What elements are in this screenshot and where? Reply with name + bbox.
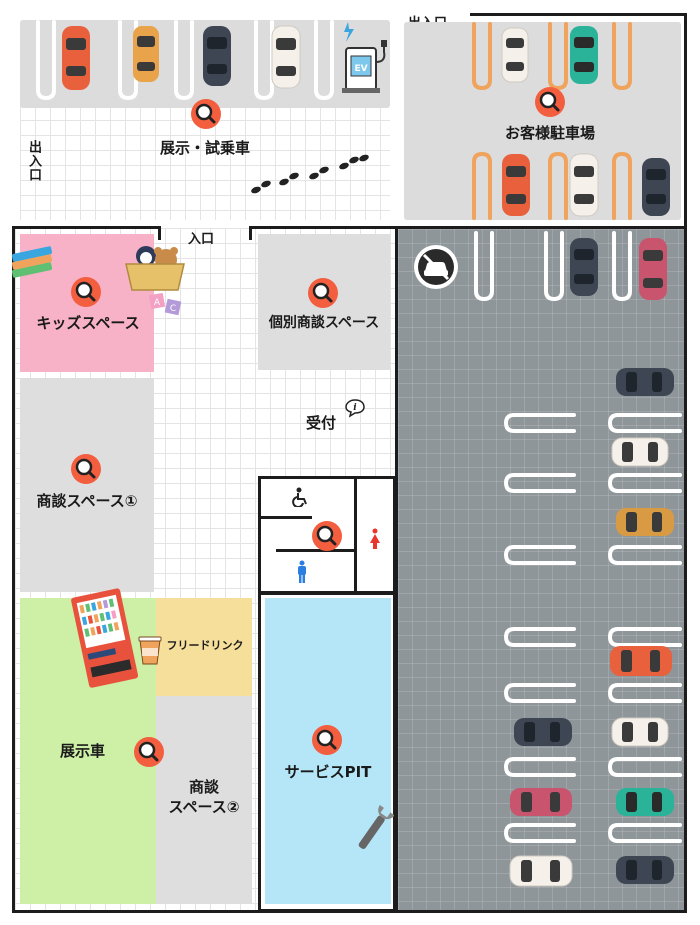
- magnifier-icon: [307, 277, 339, 309]
- car-dark: [640, 156, 672, 218]
- service-pit-label: サービスPIT: [284, 763, 372, 781]
- svg-text:i: i: [353, 403, 357, 413]
- car-teal: [614, 786, 676, 818]
- free-drink-area: [156, 598, 252, 696]
- wall: [354, 476, 357, 594]
- wall-top-right: [470, 13, 687, 16]
- male-icon: [296, 560, 308, 584]
- magnifier-icon: [311, 724, 343, 756]
- customer-parking-slots: [404, 22, 681, 220]
- car-dark: [201, 24, 233, 88]
- consult-2-label-line2: スペース②: [168, 798, 240, 816]
- magnifier-icon: [311, 520, 343, 552]
- free-drink-label: フリードリンク: [166, 639, 244, 652]
- consult-1-label: 商談スペース①: [36, 492, 138, 510]
- wall-right-upper: [684, 13, 687, 228]
- car-white: [610, 716, 670, 748]
- customer-parking-label: お客様駐車場: [504, 124, 595, 142]
- wall: [12, 226, 15, 913]
- magnifier-icon: [70, 453, 102, 485]
- car-white: [508, 854, 574, 888]
- wall: [684, 226, 687, 913]
- magnifier-icon: [70, 276, 102, 308]
- car-orange: [60, 24, 92, 92]
- car-orange: [608, 644, 674, 678]
- info-icon: i: [344, 398, 366, 418]
- wall: [12, 226, 160, 229]
- consult-individual-label: 個別商談スペース: [268, 315, 380, 331]
- car-orange: [500, 152, 532, 218]
- svg-text:A: A: [154, 298, 161, 308]
- reception-label: 受付: [306, 414, 337, 432]
- magnifier-icon: [190, 98, 222, 130]
- wall: [276, 549, 356, 552]
- cup-icon: [136, 634, 164, 666]
- wall: [249, 226, 252, 240]
- consult-2-area: [156, 696, 252, 904]
- car-yellow: [131, 24, 161, 84]
- customer-parking-area: [404, 22, 681, 220]
- car-pink: [637, 236, 669, 302]
- toys-icon: A C: [122, 242, 188, 318]
- wall: [395, 226, 398, 913]
- wall: [258, 516, 312, 519]
- wall: [158, 226, 161, 240]
- car-dark: [614, 854, 676, 886]
- car-yellow: [614, 506, 676, 538]
- car-white: [568, 152, 600, 218]
- ev-charger-icon: EV: [340, 18, 390, 96]
- magnifier-icon: [534, 86, 566, 118]
- wall: [249, 226, 687, 229]
- footprints-icon: [246, 152, 376, 197]
- vending-machine-icon: [70, 588, 140, 692]
- svg-text:EV: EV: [354, 64, 367, 74]
- car-teal: [568, 24, 600, 86]
- car-white: [500, 26, 530, 84]
- showroom-lot-label: 展示・試乗車: [159, 139, 250, 157]
- consult-1-area: [20, 378, 154, 592]
- right-parking-slots: [398, 229, 684, 910]
- car-dark: [512, 716, 574, 748]
- female-icon: [368, 528, 382, 550]
- consult-2-label-line1: 商談: [188, 778, 219, 796]
- kids-space-label: キッズスペース: [36, 314, 140, 332]
- wrench-icon: [354, 802, 394, 856]
- car-white: [270, 24, 302, 90]
- car-dark: [614, 366, 676, 398]
- showroom-slot-lines: [20, 20, 390, 110]
- books-icon: [8, 244, 58, 280]
- display-car-label: 展示車: [60, 742, 106, 760]
- car-white: [610, 436, 670, 468]
- exit-left-label: 出入口: [26, 140, 41, 182]
- car-dark: [568, 236, 600, 298]
- wheelchair-icon: [292, 487, 310, 507]
- magnifier-icon: [133, 736, 165, 768]
- no-car-icon: [412, 243, 460, 291]
- car-pink: [508, 786, 574, 818]
- entrance-label: 入口: [188, 232, 215, 247]
- svg-text:C: C: [170, 304, 176, 314]
